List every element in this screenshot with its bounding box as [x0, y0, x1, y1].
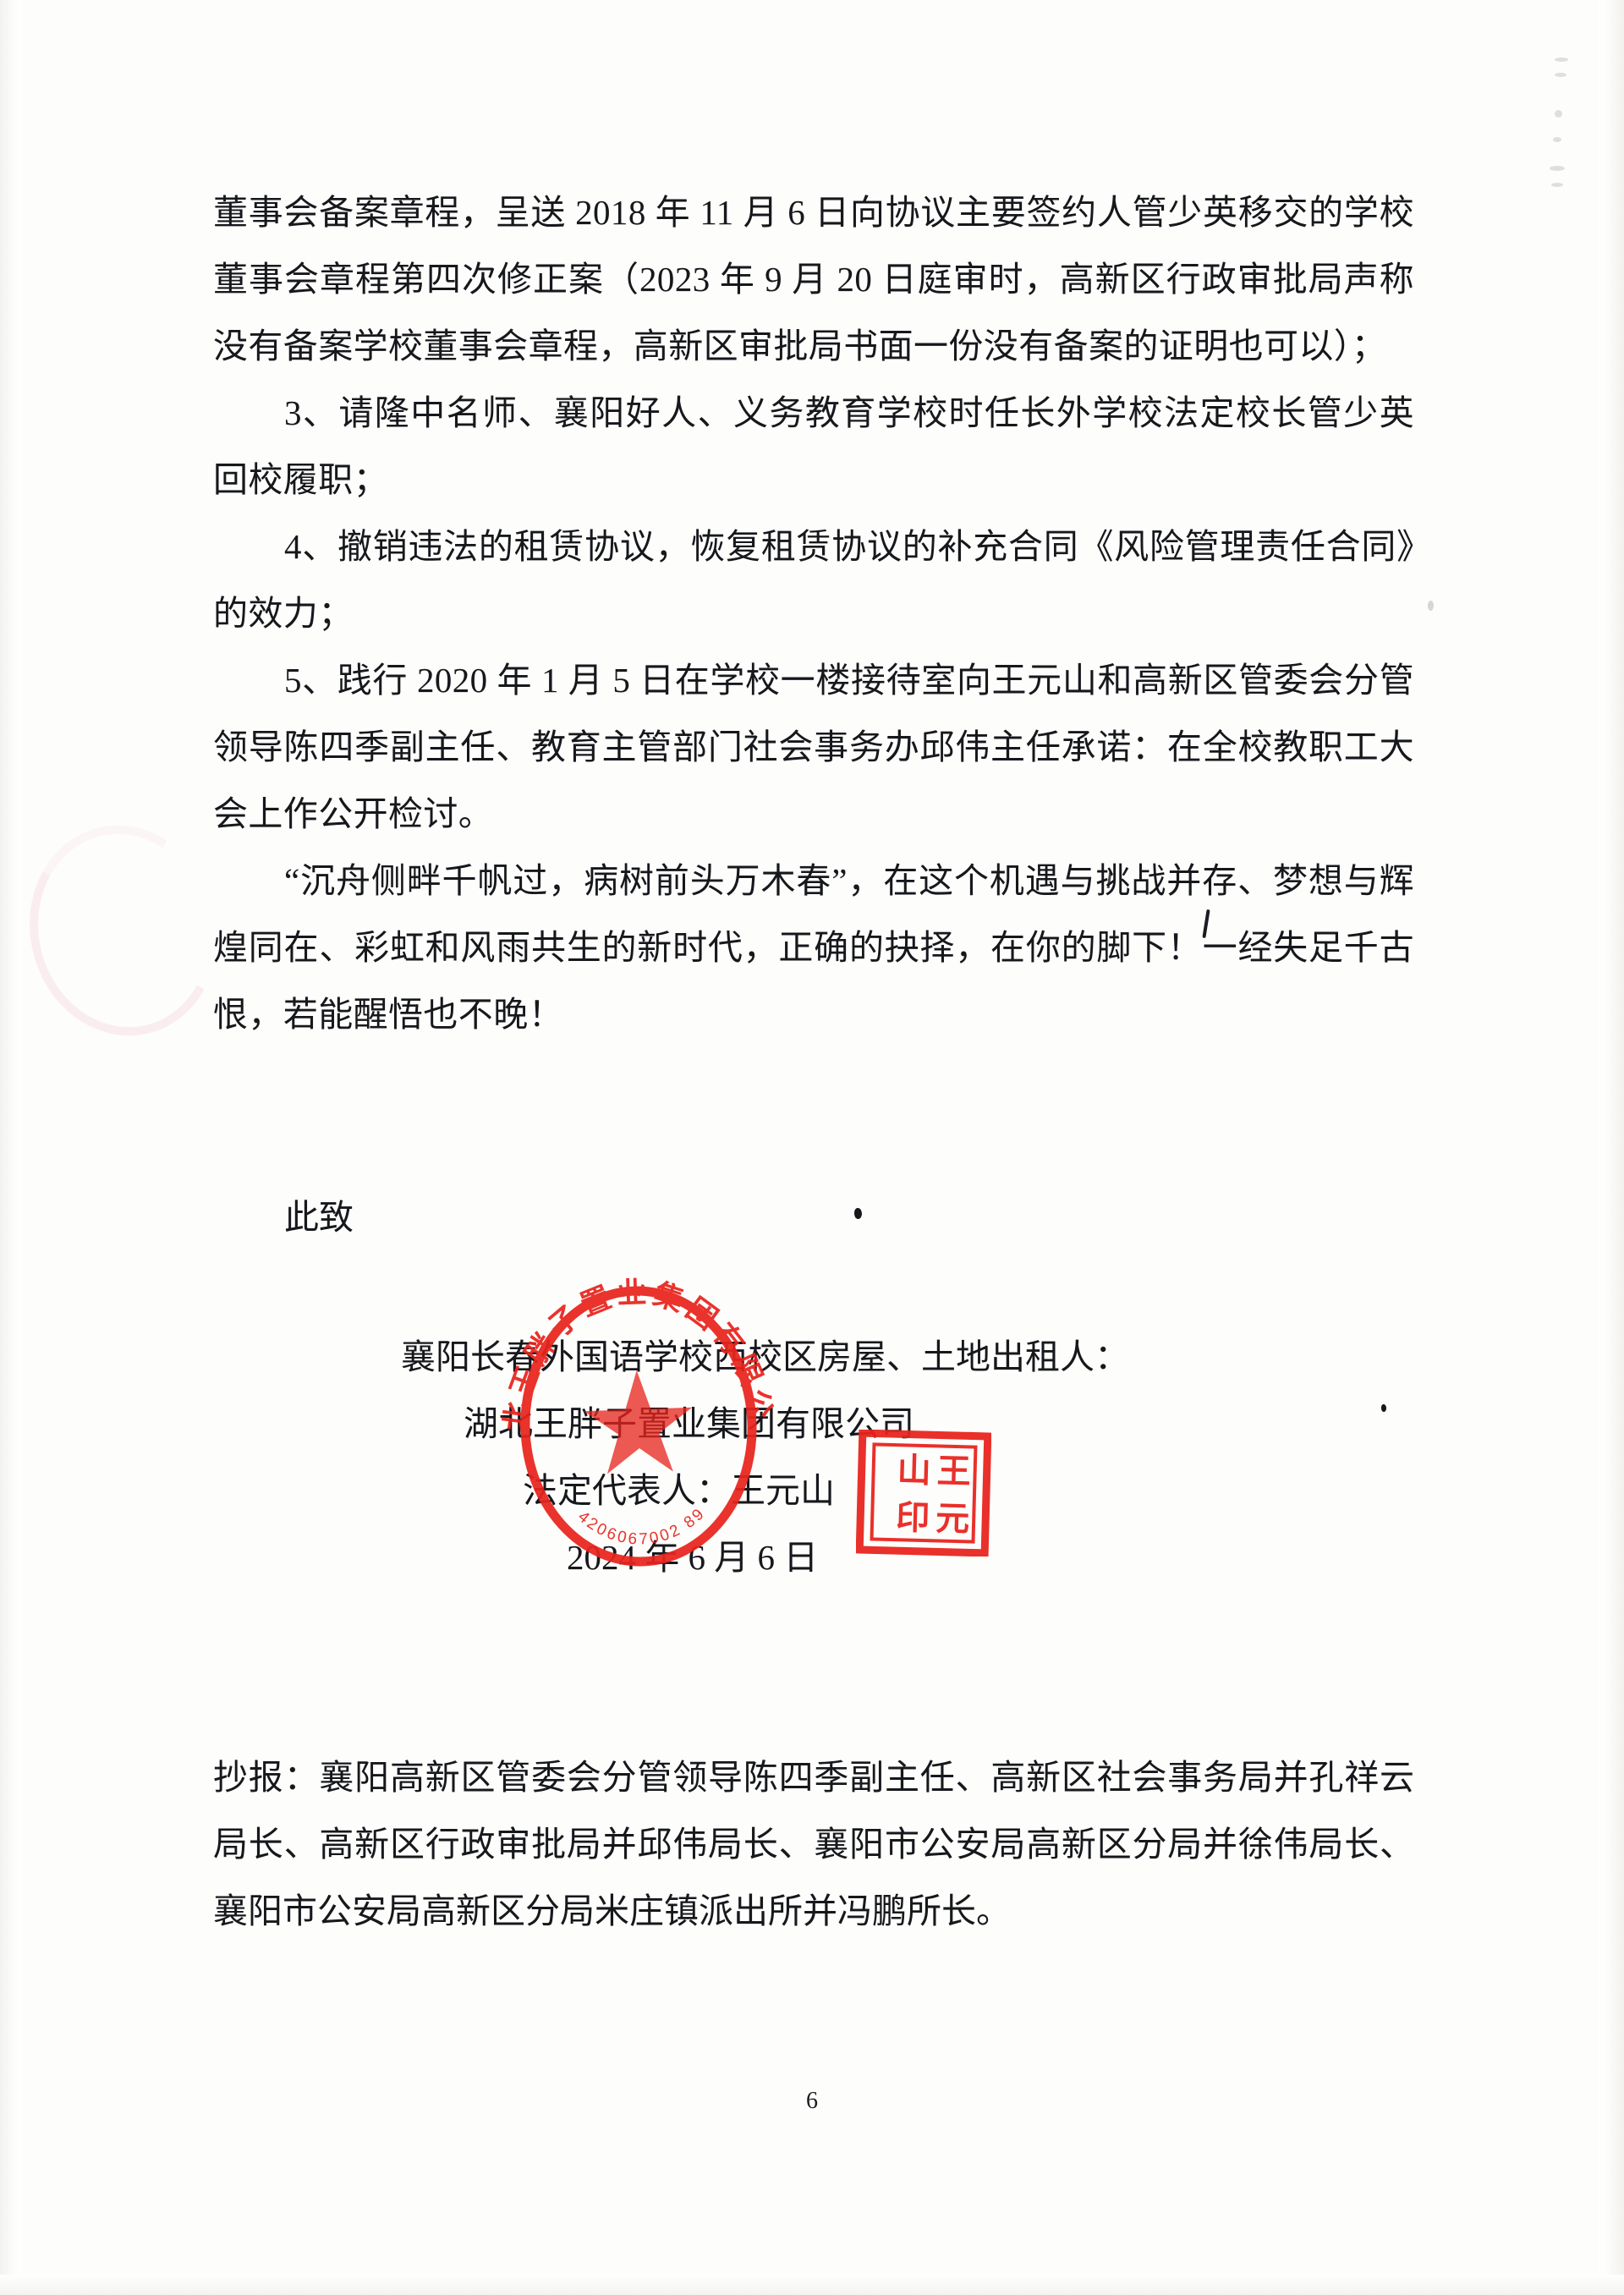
scan-speck [1555, 110, 1562, 118]
ghost-stamp-artifact [8, 805, 239, 1056]
paragraph-2: 3、请隆中名师、襄阳好人、义务教育学校时任长外学校法定校长管少英回校履职； [213, 393, 1414, 499]
cc-distribution-block: 抄报：襄阳高新区管委会分管领导陈四季副主任、高新区社会事务局并孔祥云局长、高新区… [213, 1744, 1414, 1945]
document-body: 董事会备案章程，呈送 2018 年 11 月 6 日向协议主要签约人管少英移交的… [213, 179, 1414, 1048]
scan-speck [1428, 601, 1434, 611]
scan-speck [1550, 166, 1565, 171]
scan-speck [1555, 58, 1568, 62]
legal-rep-label: 法定代表人： [523, 1471, 731, 1510]
legal-rep-line: 法定代表人：王元山 [401, 1458, 1414, 1524]
page-number: 6 [806, 2088, 818, 2114]
scan-edge-right [1599, 0, 1624, 2295]
scan-edge-left [0, 0, 22, 2295]
signature-spacer [213, 1251, 1414, 1324]
scan-speck [1551, 183, 1563, 187]
paragraph-4: 5、践行 2020 年 1 月 5 日在学校一楼接待室向王元山和高新区管委会分管… [213, 661, 1414, 833]
scan-speck [1555, 73, 1566, 77]
paragraph-3: 4、撤销违法的租赁协议，恢复租赁协议的补充合同《风险管理责任合同》的效力； [213, 527, 1414, 633]
scan-edge-bottom [0, 2275, 1624, 2295]
paragraph-5: “沉舟侧畔千帆过，病树前头万木春”，在这个机遇与挑战并存、梦想与辉煌同在、彩虹和… [213, 861, 1414, 1034]
cc-text: 抄报：襄阳高新区管委会分管领导陈四季副主任、高新区社会事务局并孔祥云局长、高新区… [213, 1758, 1414, 1930]
signature-lines: 襄阳长春外国语学校西校区房屋、土地出租人： 湖北王胖子置业集团有限公司 法定代表… [213, 1324, 1414, 1591]
closing-salutation: 此致 [284, 1198, 354, 1237]
paragraph-1: 董事会备案章程，呈送 2018 年 11 月 6 日向协议主要签约人管少英移交的… [213, 193, 1414, 365]
legal-rep-name: 王元山 [731, 1471, 835, 1510]
signature-block: 此致 襄阳长春外国语学校西校区房屋、土地出租人： 湖北王胖子置业集团有限公司 法… [213, 1184, 1414, 1591]
lessor-line: 襄阳长春外国语学校西校区房屋、土地出租人： [401, 1337, 1129, 1376]
company-name-line: 湖北王胖子置业集团有限公司 [464, 1404, 914, 1443]
signature-date: 2024 年 6 月 6 日 [567, 1538, 819, 1577]
scan-speck [1553, 137, 1561, 142]
